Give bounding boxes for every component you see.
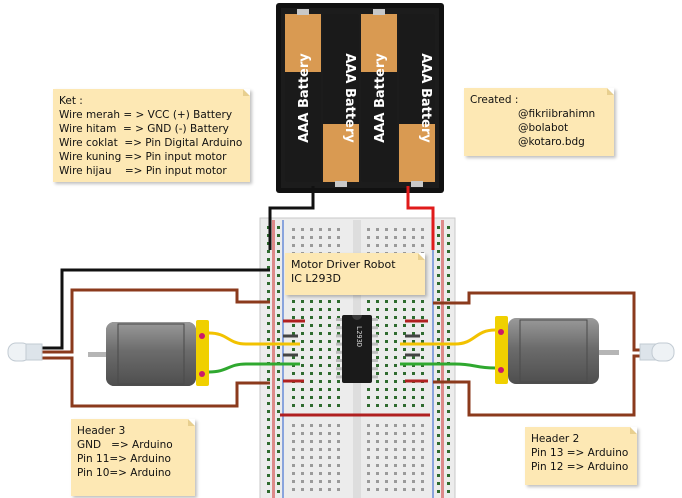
right-brown-wire-bottom — [433, 354, 642, 417]
left-brown-wire-bottom — [40, 356, 270, 408]
red-battery-wire — [406, 186, 435, 250]
right-motor-green-wire — [400, 362, 496, 370]
dc-motor-icon — [495, 316, 619, 384]
note-fold — [243, 89, 250, 96]
header2-note: Header 2 Pin 13 => Arduino Pin 12 => Ard… — [525, 427, 637, 485]
battery-cell: AAA Battery — [361, 9, 397, 182]
legend-line: Wire hitam = > GND (-) Battery — [59, 123, 229, 135]
note-fold — [418, 253, 425, 260]
right-brown-wire-top — [433, 291, 642, 352]
ic-chip-icon: L293D — [336, 315, 378, 383]
legend-line: Wire coklat => Pin Digital Arduino — [59, 137, 243, 149]
battery-cell: AAA Battery — [285, 9, 321, 182]
jumper-wires — [280, 319, 430, 417]
battery-pack-icon: AAA Battery AAA Battery AAA Battery AAA Bat… — [276, 3, 444, 193]
note-fold — [188, 419, 195, 426]
header2-line: Header 2 — [531, 433, 580, 445]
led-icon — [7, 342, 43, 362]
credit-handle: @kotaro.bdg — [518, 136, 585, 148]
battery-cell: AAA Battery — [323, 14, 359, 187]
black-battery-wire — [268, 186, 315, 250]
left-motor-green-wire — [208, 362, 300, 374]
header3-line: Pin 10=> Arduino — [77, 467, 171, 479]
credit-handle: @fikriibrahimn — [518, 108, 596, 120]
header2-line: Pin 13 => Arduino — [531, 447, 629, 459]
battery-label: AAA Battery — [418, 53, 433, 143]
header3-line: GND => Arduino — [77, 439, 173, 451]
battery-cell: AAA Battery — [399, 14, 435, 187]
battery-label: AAA Battery — [342, 53, 357, 143]
credit-handle: @bolabot — [518, 122, 569, 134]
legend-note: Ket : Wire merah = > VCC (+) Battery Wir… — [53, 89, 250, 182]
left-black-wire — [40, 268, 270, 350]
note-fold — [607, 88, 614, 95]
legend-line: Wire hijau => Pin input motor — [59, 165, 227, 177]
left-brown-wire-top — [40, 288, 270, 354]
header3-note: Header 3 GND => Arduino Pin 11=> Arduino… — [71, 419, 195, 496]
header3-line: Header 3 — [77, 425, 126, 437]
right-motor-yellow-wire — [400, 328, 496, 346]
legend-line: Wire merah = > VCC (+) Battery — [59, 109, 233, 121]
credits-title: Created : — [470, 94, 519, 106]
credits-note: Created : @fikriibrahimn @bolabot @kotar… — [464, 88, 614, 156]
driver-line: IC L293D — [291, 272, 342, 285]
battery-label: AAA Battery — [373, 53, 388, 143]
led-icon — [639, 342, 675, 362]
dc-motor-icon — [88, 320, 209, 386]
driver-note: Motor Driver Robot IC L293D — [285, 253, 425, 295]
legend-title: Ket : — [59, 95, 83, 107]
ic-label: L293D — [355, 326, 363, 347]
note-fold — [630, 427, 637, 434]
legend-line: Wire kuning => Pin input motor — [59, 151, 227, 163]
left-motor-yellow-wire — [208, 331, 300, 346]
driver-line: Motor Driver Robot — [291, 258, 396, 271]
battery-label: AAA Battery — [297, 53, 312, 143]
header3-line: Pin 11=> Arduino — [77, 453, 171, 465]
header2-line: Pin 12 => Arduino — [531, 461, 629, 473]
